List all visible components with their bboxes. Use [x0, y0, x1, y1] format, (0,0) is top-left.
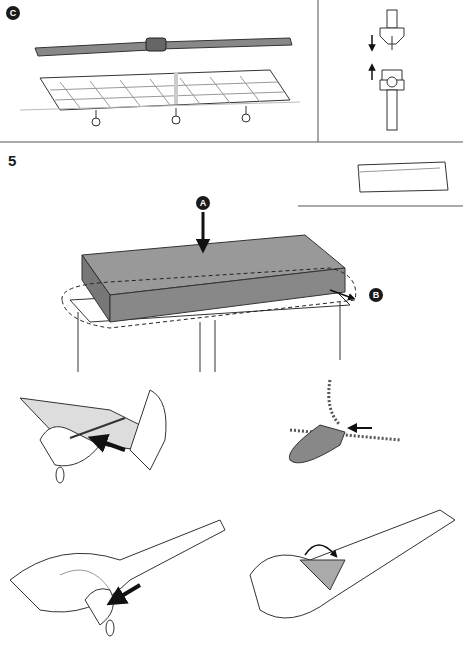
crib-base — [20, 70, 300, 126]
mattress-icon — [358, 168, 440, 172]
strap — [35, 38, 292, 56]
panel-divider — [0, 142, 463, 143]
panel-divider — [318, 0, 319, 142]
callout-letter: A — [196, 196, 210, 210]
zipper-detail — [289, 380, 400, 463]
callout-letter: B — [369, 288, 383, 302]
mattress-icon — [358, 162, 448, 192]
zipper-corner-closed — [250, 510, 455, 618]
zipper-corner — [10, 520, 225, 636]
buckle — [146, 38, 166, 51]
buckle-detail — [372, 10, 404, 130]
panel-divider — [298, 206, 463, 207]
crib-mattress — [62, 212, 356, 372]
panel-letter: C — [6, 6, 20, 20]
zipper-hands — [20, 390, 166, 483]
step-number: 5 — [8, 152, 16, 169]
